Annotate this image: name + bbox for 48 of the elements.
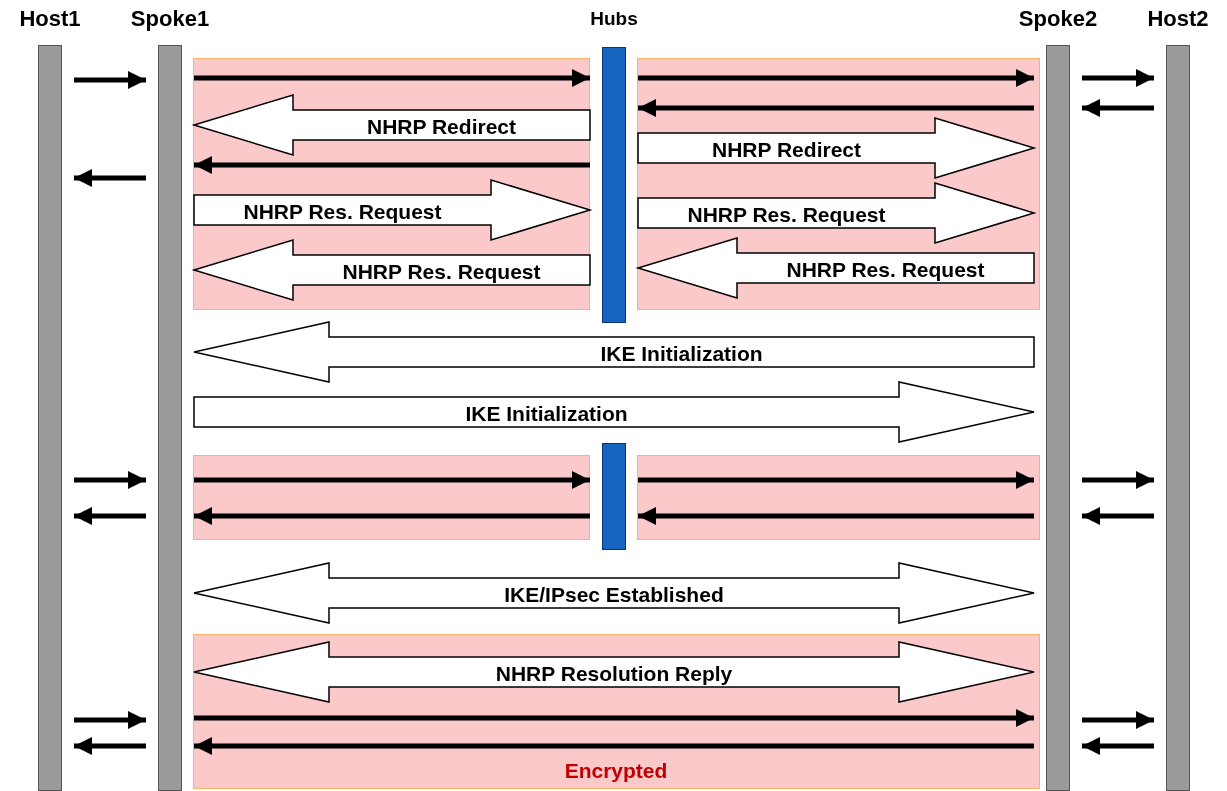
block-arrow	[193, 562, 1035, 624]
arrow	[194, 737, 1034, 755]
arrow	[638, 507, 1034, 525]
block-arrow	[193, 321, 1035, 383]
arrow	[1082, 69, 1154, 87]
edge-label: IKE Initialization	[465, 402, 628, 424]
block-arrow	[193, 641, 1035, 703]
arrow	[74, 169, 146, 187]
edge-label: NHRP Redirect	[712, 138, 861, 160]
arrow	[74, 711, 146, 729]
arrow	[194, 69, 590, 87]
lifeline-heading: Host1	[19, 6, 81, 32]
lifeline-heading: Host2	[1147, 6, 1209, 32]
arrow	[194, 709, 1034, 727]
block-arrow	[193, 381, 1035, 443]
arrow	[1082, 737, 1154, 755]
arrow	[194, 471, 590, 489]
arrow	[1082, 99, 1154, 117]
edge-label: NHRP Res. Request	[342, 260, 541, 282]
lifeline-heading: Hubs	[590, 8, 638, 30]
arrow	[74, 71, 146, 89]
block-arrow	[637, 182, 1037, 244]
lifeline-heading: Spoke2	[1018, 6, 1098, 32]
block-arrow	[637, 117, 1037, 179]
edge-label: NHRP Res. Request	[243, 200, 442, 222]
lifeline-heading: Spoke1	[130, 6, 210, 32]
edge-label: IKE Initialization	[600, 342, 763, 364]
block-arrow	[193, 179, 593, 241]
block-arrow	[191, 239, 591, 301]
edge-label: NHRP Resolution Reply	[495, 662, 733, 684]
edge-label: NHRP Redirect	[367, 115, 516, 137]
arrow	[638, 69, 1034, 87]
block-arrow	[191, 94, 591, 156]
arrow	[194, 156, 590, 174]
arrow	[1082, 711, 1154, 729]
region-label: Encrypted	[564, 759, 668, 783]
edge-label: IKE/IPsec Established	[504, 583, 724, 605]
arrow	[74, 737, 146, 755]
arrow	[638, 99, 1034, 117]
arrow	[1082, 507, 1154, 525]
edge-label: NHRP Res. Request	[786, 258, 985, 280]
arrow	[1082, 471, 1154, 489]
block-arrow	[635, 237, 1035, 299]
arrow	[638, 471, 1034, 489]
edge-label: NHRP Res. Request	[687, 203, 886, 225]
arrow	[194, 507, 590, 525]
arrow	[74, 471, 146, 489]
arrow	[74, 507, 146, 525]
